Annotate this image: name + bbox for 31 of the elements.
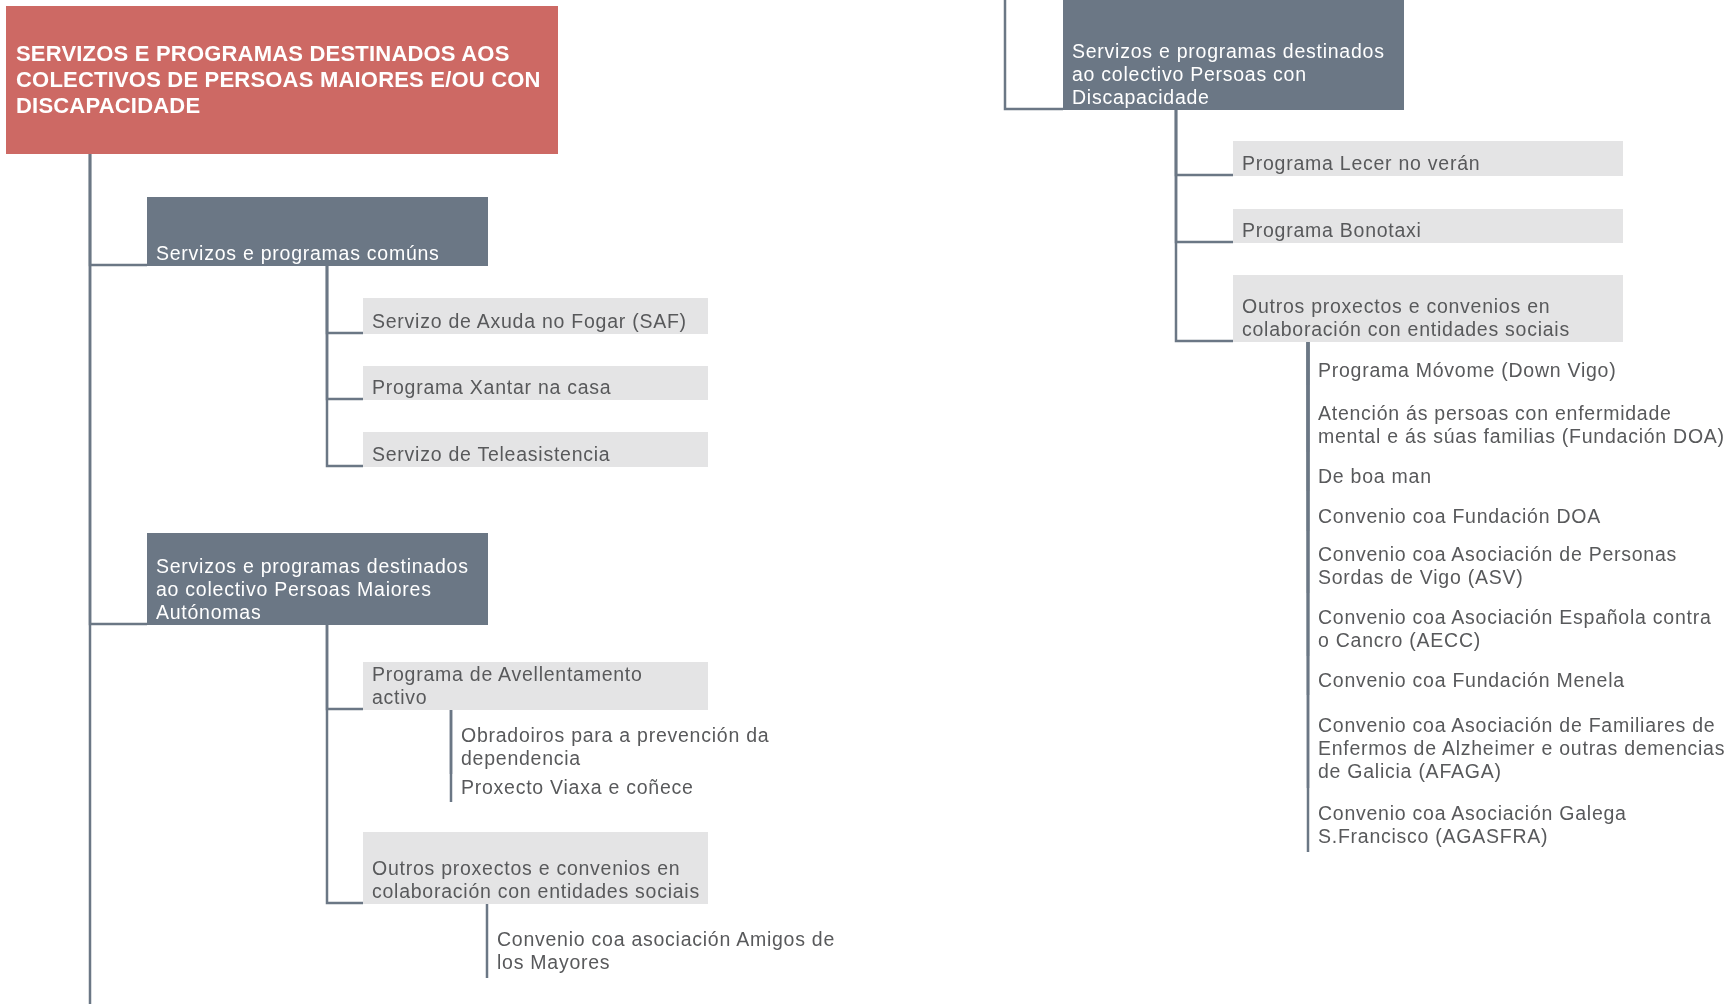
program-box: Servizo de Teleasistencia — [363, 432, 708, 467]
connector-line — [325, 266, 363, 468]
program-text: Convenio coa Asociación Galega S.Francisco (AGASFRA) — [1308, 802, 1728, 852]
program-box: Programa de Avellentamento activo — [363, 662, 708, 710]
program-box: Servizo de Axuda no Fogar (SAF) — [363, 298, 708, 334]
program-text: Convenio coa Fundación Menela — [1308, 669, 1728, 695]
connector-line — [1003, 0, 1063, 111]
program-box: Programa Xantar na casa — [363, 366, 708, 400]
connector-line — [449, 710, 453, 802]
connector-line — [1174, 110, 1233, 343]
program-box: Outros proxectos e convenios en colaboración con entidades sociais — [363, 832, 708, 904]
category-box: Servizos e programas destinados ao colectivo Persoas con Discapacidade — [1063, 0, 1404, 110]
title-banner: SERVIZOS E PROGRAMAS DESTINADOS AOS COLECTIVOS DE PERSOAS MAIORES E/OU CON DISCAPACIDADE — [6, 6, 558, 154]
program-text: Convenio coa asociación Amigos de los Mayores — [487, 928, 867, 978]
program-box: Programa Lecer no verán — [1233, 141, 1623, 176]
program-text: Convenio coa Fundación DOA — [1308, 505, 1728, 531]
program-text: Proxecto Viaxa e coñece — [451, 776, 831, 802]
program-text: Programa Móvome (Down Vigo) — [1308, 359, 1732, 385]
program-text: De boa man — [1308, 465, 1728, 491]
program-box: Outros proxectos e convenios en colaboración con entidades sociais — [1233, 275, 1623, 342]
connector-line — [88, 154, 92, 1004]
program-text: Atención ás persoas con enfermidade mental e ás súas familias (Fundación DOA) — [1308, 402, 1728, 452]
connector-line — [325, 625, 363, 905]
connector-line — [485, 904, 489, 978]
category-box: Servizos e programas comúns — [147, 197, 488, 266]
program-text: Obradoiros para a prevención da dependencia — [451, 724, 831, 774]
program-text: Convenio coa Asociación de Personas Sordas de Vigo (ASV) — [1308, 543, 1728, 593]
category-box: Servizos e programas destinados ao colectivo Persoas Maiores Autónomas — [147, 533, 488, 625]
program-text: Convenio coa Asociación Española contra o Cancro (AECC) — [1308, 606, 1728, 656]
program-text: Convenio coa Asociación de Familiares de Enfermos de Alzheimer e outras demencias de Galicia (AFAGA) — [1308, 714, 1728, 788]
program-box: Programa Bonotaxi — [1233, 209, 1623, 243]
